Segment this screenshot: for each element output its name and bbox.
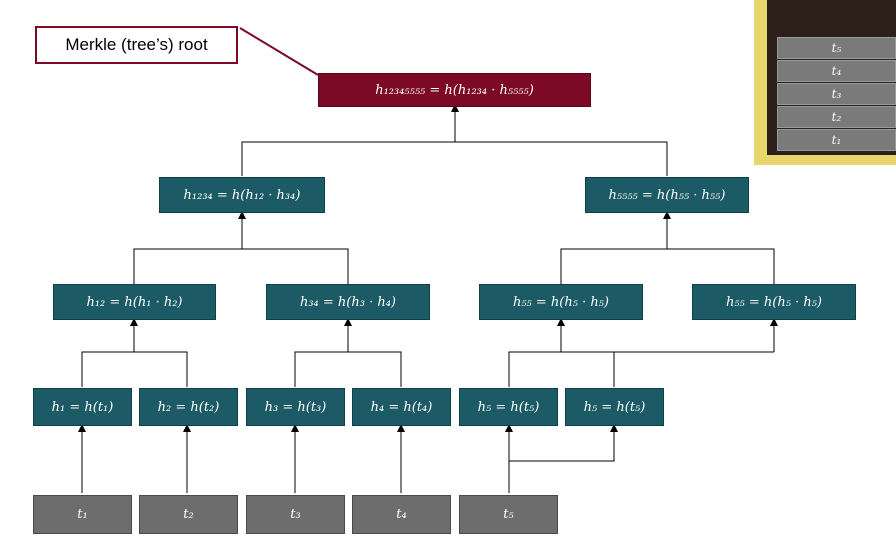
leaf-label: t₁ xyxy=(77,507,88,522)
bracket-h3-h4 xyxy=(294,351,402,387)
hash-node-h34: h₃₄ = h(h₃ · h₄) xyxy=(266,284,430,320)
merkle-root-callout: Merkle (tree’s) root xyxy=(35,26,238,64)
hash-label: h₅ = h(t₅) xyxy=(477,399,540,415)
hash-label: h₅₅ = h(h₅ · h₅) xyxy=(512,294,610,310)
bracket-h1-h2 xyxy=(81,351,188,387)
hash-label: h₁ = h(t₁) xyxy=(51,399,114,415)
leaf-label: t₂ xyxy=(183,507,194,522)
hash-label: h₄ = h(t₄) xyxy=(370,399,433,415)
transaction-t2: t₂ xyxy=(139,495,238,534)
merkle-root-node: h₁₂₃₄₅₅₅₅ = h(h₁₂₃₄ · h₅₅₅₅) xyxy=(318,73,591,107)
hash-node-h1: h₁ = h(t₁) xyxy=(33,388,132,426)
leaf-label: t₄ xyxy=(396,507,407,522)
hash-node-h5-b: h₅ = h(t₅) xyxy=(565,388,664,426)
hash-node-h2: h₂ = h(t₂) xyxy=(139,388,238,426)
hash-label: h₅₅ = h(h₅ · h₅) xyxy=(725,294,823,310)
stack-item-label: t₁ xyxy=(831,133,842,147)
hash-label: h₃₄ = h(h₃ · h₄) xyxy=(299,294,397,310)
callout-pointer xyxy=(239,27,319,76)
hash-node-h5555: h₅₅₅₅ = h(h₅₅ · h₅₅) xyxy=(585,177,749,213)
hash-node-h55-b: h₅₅ = h(h₅ · h₅) xyxy=(692,284,856,320)
hash-node-h5-a: h₅ = h(t₅) xyxy=(459,388,558,426)
hash-label: h₃ = h(t₃) xyxy=(264,399,327,415)
leaf-label: t₃ xyxy=(290,507,301,522)
edge-t5-h5b xyxy=(509,424,618,462)
transaction-t5: t₅ xyxy=(459,495,558,534)
bracket-h55-h55 xyxy=(560,248,775,284)
hash-label: h₅₅₅₅ = h(h₅₅ · h₅₅) xyxy=(608,187,726,203)
stack-item-label: t₂ xyxy=(831,110,842,124)
hash-node-h1234: h₁₂₃₄ = h(h₁₂ · h₃₄) xyxy=(159,177,325,213)
merkle-root-label: h₁₂₃₄₅₅₅₅ = h(h₁₂₃₄ · h₅₅₅₅) xyxy=(375,82,534,98)
hash-node-h55-a: h₅₅ = h(h₅ · h₅) xyxy=(479,284,643,320)
transaction-t4: t₄ xyxy=(352,495,451,534)
stack-item-t5: t₅ xyxy=(777,37,896,59)
hash-label: h₂ = h(t₂) xyxy=(157,399,220,415)
stack-item-t4: t₄ xyxy=(777,60,896,82)
stack-item-t1: t₁ xyxy=(777,129,896,151)
hash-node-h12: h₁₂ = h(h₁ · h₂) xyxy=(53,284,216,320)
hash-label: h₅ = h(t₅) xyxy=(583,399,646,415)
bracket-h12-h34 xyxy=(133,248,349,284)
hash-label: h₁₂₃₄ = h(h₁₂ · h₃₄) xyxy=(183,187,301,203)
hash-node-h4: h₄ = h(t₄) xyxy=(352,388,451,426)
leaf-label: t₅ xyxy=(503,507,514,522)
hash-label: h₁₂ = h(h₁ · h₂) xyxy=(86,294,183,310)
hash-node-h3: h₃ = h(t₃) xyxy=(246,388,345,426)
bracket-h1234-h5555 xyxy=(241,141,668,176)
stack-item-t3: t₃ xyxy=(777,83,896,105)
stack-item-label: t₄ xyxy=(831,64,842,78)
transaction-t1: t₁ xyxy=(33,495,132,534)
bracket-h5-h5 xyxy=(508,351,615,387)
stack-item-label: t₅ xyxy=(831,41,842,55)
stack-item-t2: t₂ xyxy=(777,106,896,128)
merkle-root-callout-text: Merkle (tree’s) root xyxy=(65,35,208,54)
transaction-t3: t₃ xyxy=(246,495,345,534)
stack-item-label: t₃ xyxy=(831,87,842,101)
